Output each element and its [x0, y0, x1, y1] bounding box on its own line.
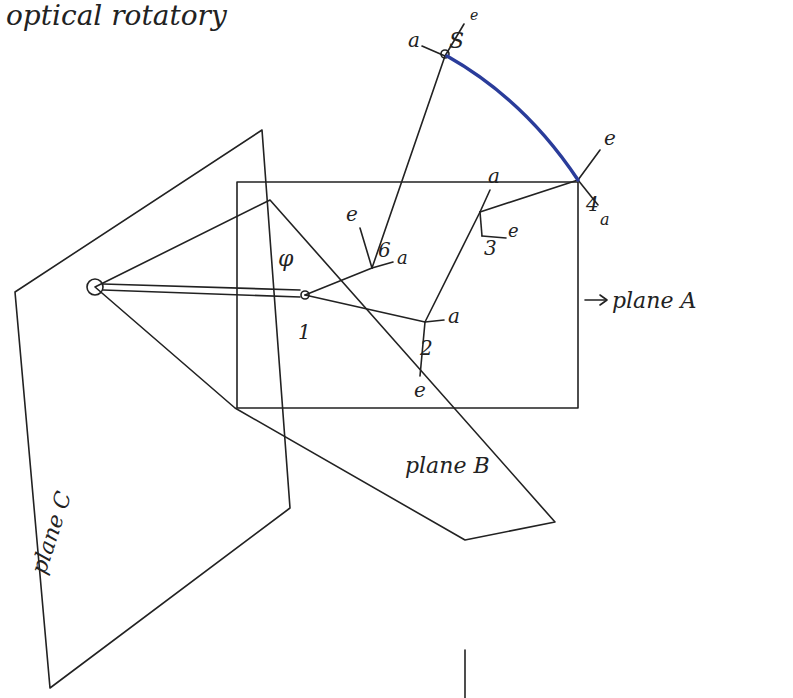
- margin-line: [464, 650, 466, 698]
- callout-number: 2: [420, 338, 433, 358]
- point-label: S: [449, 30, 464, 52]
- callout-number: 6: [378, 240, 391, 260]
- callout-number: 1: [298, 322, 311, 342]
- plane-a-outline: [237, 182, 578, 408]
- axis-label: a: [600, 212, 610, 228]
- plane-label: plane B: [405, 455, 490, 477]
- axis-label: a: [408, 30, 420, 50]
- callout-number: 4: [586, 194, 599, 214]
- double-line: [103, 290, 300, 297]
- arrow-head: [600, 295, 607, 305]
- stub: [480, 212, 482, 236]
- a-stub: [372, 262, 393, 268]
- ray-line: [305, 295, 425, 322]
- pointer-arrow: [585, 299, 606, 301]
- plane-label: plane A: [612, 290, 696, 312]
- plane-b-outline: [95, 200, 555, 540]
- angle-symbol: φ: [278, 248, 293, 270]
- axis-label: e: [414, 380, 426, 400]
- blue-arc: [447, 56, 578, 180]
- callout-number: 3: [484, 238, 497, 258]
- e-stub: [578, 150, 600, 180]
- ray-line: [305, 268, 372, 295]
- heading-text: optical rotatory: [6, 2, 227, 30]
- axis-label: e: [470, 8, 478, 22]
- axis-label: e: [346, 204, 358, 224]
- origin-circle: [87, 279, 103, 295]
- double-line: [103, 284, 300, 290]
- axis-label: a: [488, 166, 500, 186]
- ray-line: [372, 56, 445, 268]
- axis-label: a: [397, 249, 408, 267]
- e-stub: [360, 228, 372, 268]
- plane-c-outline: [15, 130, 290, 688]
- plane-label: plane C: [28, 489, 75, 577]
- axis-label: e: [508, 222, 519, 240]
- a-stub: [480, 190, 490, 212]
- axis-label: e: [604, 128, 616, 148]
- a-stub: [425, 320, 444, 322]
- axis-label: a: [448, 306, 460, 326]
